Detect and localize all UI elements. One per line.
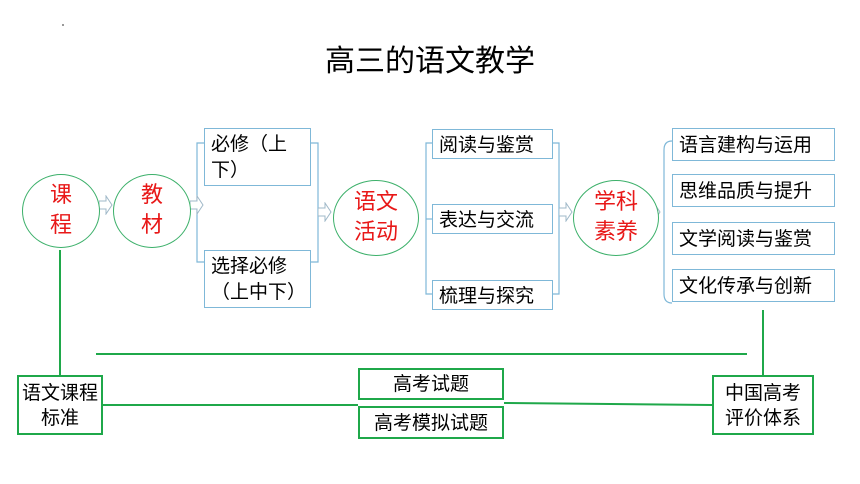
literacy-item: 文化传承与创新 <box>672 269 835 302</box>
arrow-icon <box>318 202 332 222</box>
textbook-elective: 选择必修（上中下） <box>204 250 311 308</box>
activity-item: 梳理与探究 <box>432 280 553 310</box>
node-yuwen-huodong: 语文活动 <box>333 180 419 256</box>
stray-dot <box>62 24 64 26</box>
activity-item: 表达与交流 <box>432 204 553 234</box>
literacy-item: 文学阅读与鉴赏 <box>672 222 835 255</box>
page-title: 高三的语文教学 <box>325 44 535 79</box>
node-kecheng: 课程 <box>22 174 100 248</box>
literacy-item: 语言建构与运用 <box>672 128 835 161</box>
evaluation-system-box: 中国高考评价体系 <box>712 375 814 435</box>
exam-questions-box: 高考试题 <box>358 368 504 400</box>
arrow-icon <box>190 195 204 215</box>
arrow-icon <box>559 202 573 222</box>
node-jiaocai: 教材 <box>113 174 191 248</box>
curriculum-standard-box: 语文课程标准 <box>17 375 103 435</box>
mock-exam-box: 高考模拟试题 <box>358 406 504 439</box>
literacy-item: 思维品质与提升 <box>672 174 835 207</box>
arrow-icon <box>99 195 113 215</box>
textbook-required: 必修（上下） <box>204 128 311 186</box>
node-xueke-suyang: 学科素养 <box>573 180 659 256</box>
activity-item: 阅读与鉴赏 <box>432 129 553 159</box>
